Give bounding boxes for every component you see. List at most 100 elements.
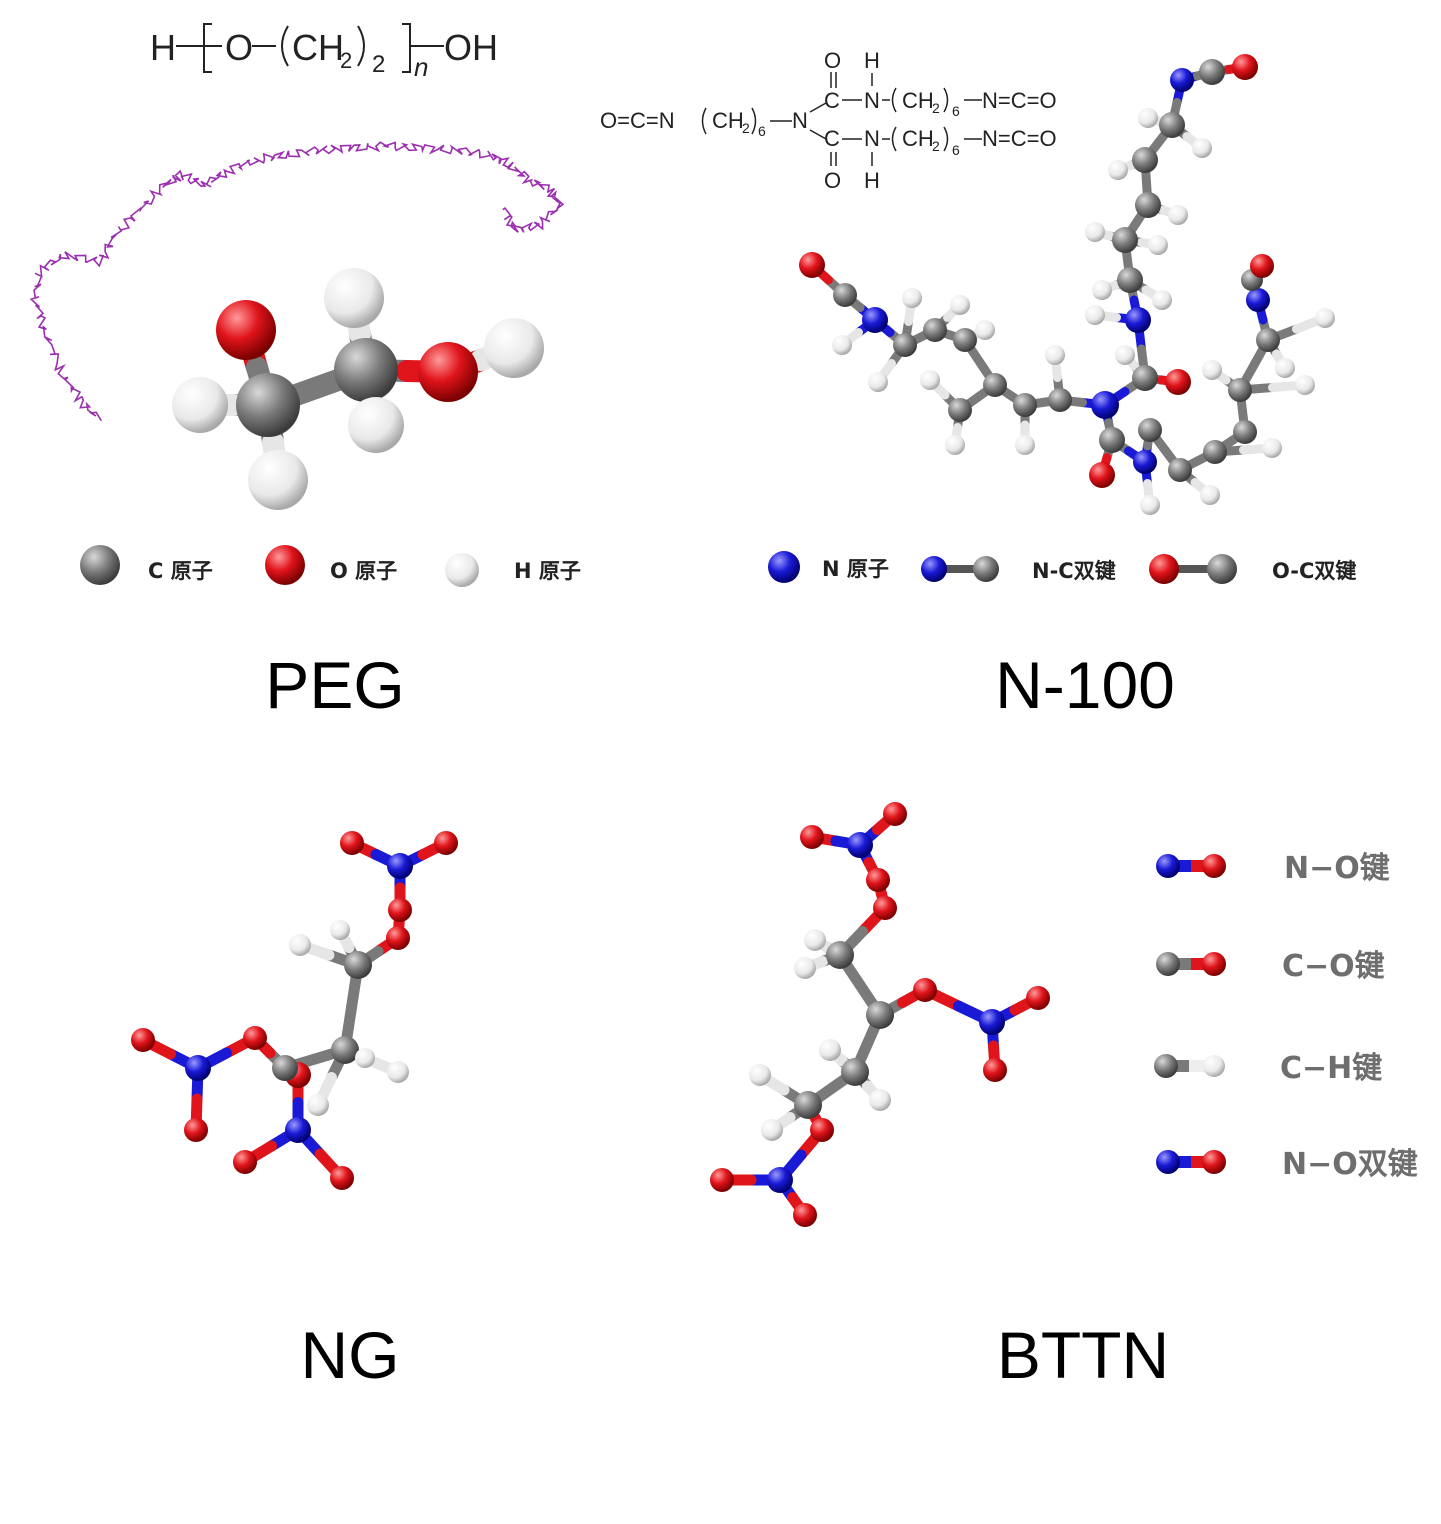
carbon-atom <box>1138 418 1162 442</box>
n100-formula-sub2-bottom: 2 <box>932 138 940 154</box>
oc-bond-swatch-o <box>1149 554 1179 584</box>
carbon-atom <box>1159 112 1185 138</box>
oc-bond-swatch-c <box>1207 554 1237 584</box>
hydrogen-atom <box>950 295 970 315</box>
carbon-atom-swatch <box>80 545 120 585</box>
carbon-atom <box>948 398 972 422</box>
hydrogen-atom <box>355 1048 375 1068</box>
carbon-atom <box>1199 59 1225 85</box>
n100-formula-h-top: H <box>864 48 880 73</box>
n100-legend-oc: O-C双键 <box>1272 559 1356 583</box>
oxygen-atom <box>710 1168 734 1192</box>
hydrogen-atom <box>1200 485 1220 505</box>
hydrogen-atom <box>1092 280 1112 300</box>
carbon-atom <box>1135 192 1161 218</box>
oxygen-atom <box>873 896 897 920</box>
carbon-atom <box>1132 365 1158 391</box>
n100-formula-c-top: C <box>824 88 840 113</box>
bttn-legend-no: N−O键 <box>1284 851 1390 886</box>
nitrogen-atom <box>979 1009 1005 1035</box>
nitrogen-atom-swatch <box>768 551 800 583</box>
carbon-atom <box>1233 420 1257 444</box>
bttn-label: BTTN <box>997 1318 1169 1392</box>
peg-label: PEG <box>265 648 404 722</box>
peg-panel: H O CH 2 2 n OH C 原子 O 原子 H 原子 PEG <box>29 23 581 722</box>
hydrogen-atom <box>324 268 384 328</box>
ng-panel: NG <box>131 831 458 1392</box>
carbon-atom <box>893 333 917 357</box>
n100-panel: O=C=N CH 2 6 N C O N H CH 2 6 <box>600 48 1356 722</box>
oxygen-atom <box>799 252 825 278</box>
oxygen-atom <box>386 926 410 950</box>
peg-legend-h: H 原子 <box>514 559 581 583</box>
hydrogen-atom <box>1108 160 1128 180</box>
carbon-atom <box>1168 458 1192 482</box>
oxygen-atom <box>216 300 276 360</box>
oxygen-atom <box>883 802 907 826</box>
peg-legend-o: O 原子 <box>330 559 397 583</box>
hydrogen-atom <box>330 920 350 940</box>
nitrogen-atom <box>1133 450 1157 474</box>
hydrogen-atom <box>248 450 308 510</box>
n100-formula-ch2-bottom: CH <box>902 126 934 151</box>
nitrogen-atom <box>1170 68 1194 92</box>
peg-legend-c: C 原子 <box>148 559 213 583</box>
carbon-atom <box>1013 393 1037 417</box>
oxygen-atom <box>340 831 364 855</box>
n100-formula-ch2-left: CH <box>712 108 744 133</box>
hydrogen-atom <box>794 957 816 979</box>
oxygen-atom <box>1089 462 1115 488</box>
peg-formula-ch2: CH <box>292 27 344 68</box>
n100-legend-nc: N-C双键 <box>1032 559 1116 583</box>
hydrogen-atom <box>761 1119 783 1141</box>
n100-ball-stick-model <box>799 54 1335 515</box>
hydrogen-atom <box>1192 138 1212 158</box>
carbon-atom <box>1228 378 1252 402</box>
n100-formula-nh-bottom: N <box>864 126 880 151</box>
hydrogen-atom <box>1085 222 1105 242</box>
n100-formula-c-bottom: C <box>824 126 840 151</box>
peg-formula-repeat-2: 2 <box>372 51 385 78</box>
nitrogen-atom <box>1125 307 1151 333</box>
no-bond-swatch <box>1156 854 1226 878</box>
bttn-ball-stick-model <box>710 802 1050 1227</box>
hydrogen-atom <box>1138 108 1158 128</box>
nitrogen-atom <box>1246 288 1270 312</box>
hydrogen-atom <box>975 320 995 340</box>
bttn-legend-co: C−O键 <box>1282 949 1385 984</box>
hydrogen-atom <box>920 370 940 390</box>
carbon-atom <box>1203 440 1227 464</box>
ng-ball-stick-model <box>131 831 458 1190</box>
oxygen-atom <box>330 1166 354 1190</box>
carbon-atom <box>1112 227 1138 253</box>
oxygen-atom <box>233 1150 257 1174</box>
hydrogen-atom <box>819 1039 841 1061</box>
n100-formula: O=C=N CH 2 6 N C O N H CH 2 6 <box>600 48 1057 193</box>
hydrogen-atom <box>1295 375 1315 395</box>
n100-formula-left: O=C=N <box>600 108 675 133</box>
n100-label: N-100 <box>995 648 1175 722</box>
hydrogen-atom <box>902 288 922 308</box>
carbon-atom <box>923 318 947 342</box>
hydrogen-atom <box>749 1064 771 1086</box>
carbon-atom <box>236 373 300 437</box>
oxygen-atom <box>434 831 458 855</box>
carbon-atom <box>334 338 398 402</box>
hydrogen-atom <box>348 397 404 453</box>
carbon-atom <box>1132 147 1158 173</box>
peg-formula: H O CH 2 2 n OH <box>150 23 498 82</box>
hydrogen-atom <box>1262 438 1282 458</box>
carbon-atom <box>833 283 857 307</box>
peg-formula-h: H <box>150 27 176 68</box>
oxygen-atom <box>1165 369 1191 395</box>
oxygen-atom <box>388 898 412 922</box>
hydrogen-atom <box>1148 235 1168 255</box>
nitrogen-atom <box>387 853 413 879</box>
hydrogen-atom <box>484 318 544 378</box>
peg-formula-sub2: 2 <box>340 48 352 73</box>
n100-formula-right-top: N=C=O <box>982 88 1057 113</box>
n100-legend-n: N 原子 <box>822 557 889 581</box>
n100-formula-rep-left: 6 <box>758 123 766 139</box>
hydrogen-atom <box>289 934 311 956</box>
